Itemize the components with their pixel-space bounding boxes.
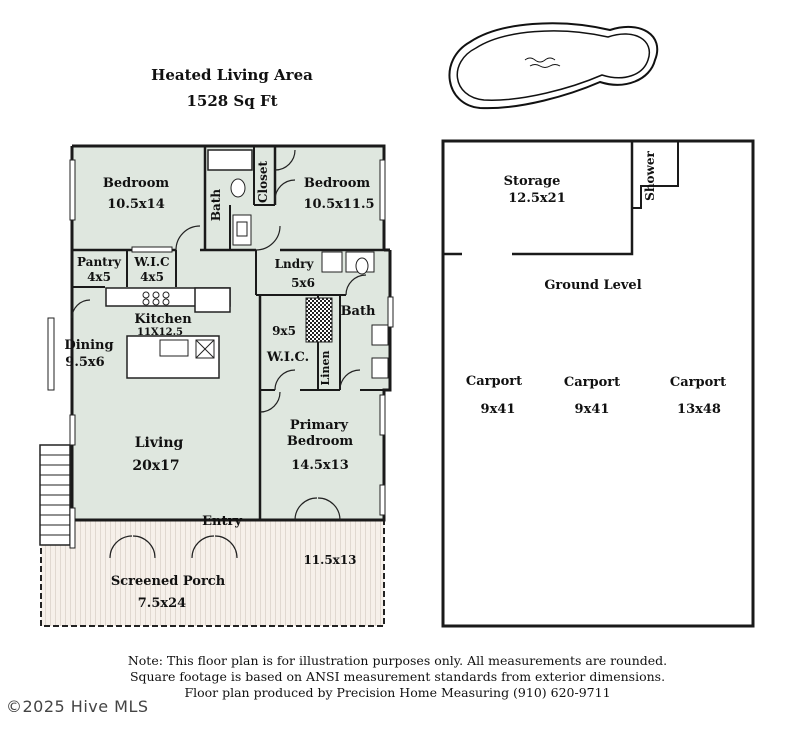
carport2-name: Carport xyxy=(564,375,620,390)
bedroom1-name: Bedroom xyxy=(103,176,170,191)
wic2-name: W.I.C. xyxy=(266,350,309,365)
bedroom2-size: 10.5x11.5 xyxy=(303,197,374,212)
watermark: ©2025 Hive MLS xyxy=(6,697,149,716)
dining-size: 9.5x6 xyxy=(65,355,104,370)
carport1-size: 9x41 xyxy=(481,402,516,417)
storage-name: Storage xyxy=(504,174,561,189)
carport1-name: Carport xyxy=(466,374,522,389)
carport2-size: 9x41 xyxy=(575,402,610,417)
main-house xyxy=(39,144,513,627)
disclaimer-line3: Floor plan produced by Precision Home Me… xyxy=(184,685,611,700)
wic1-size: 4x5 xyxy=(140,270,164,284)
shower-name: Shower xyxy=(643,150,657,200)
ground-level-plan xyxy=(441,139,755,628)
wic2-size: 9x5 xyxy=(272,324,296,338)
primary-name-line2: Bedroom xyxy=(287,434,354,449)
pool-shape xyxy=(448,22,659,110)
deck-size: 11.5x13 xyxy=(303,553,356,567)
linen-name: Linen xyxy=(319,351,332,386)
laundry-size: 5x6 xyxy=(291,276,315,290)
bath1-name: Bath xyxy=(209,189,223,221)
laundry-name: Lndry xyxy=(275,257,315,271)
title-line1: Heated Living Area xyxy=(151,66,313,84)
bedroom2-name: Bedroom xyxy=(304,176,371,191)
kitchen-size: 11X12.5 xyxy=(137,327,183,338)
bedroom1-size: 10.5x14 xyxy=(107,197,165,212)
entry-name: Entry xyxy=(202,514,242,529)
pantry-name: Pantry xyxy=(77,255,122,269)
carport3-size: 13x48 xyxy=(677,402,721,417)
dining-name: Dining xyxy=(64,338,113,353)
storage-size: 12.5x21 xyxy=(508,191,566,206)
closet-name: Closet xyxy=(256,161,270,204)
porch-name: Screened Porch xyxy=(111,574,226,589)
disclaimer-line2: Square footage is based on ANSI measurem… xyxy=(129,669,666,684)
carport3-name: Carport xyxy=(670,375,726,390)
kitchen-name: Kitchen xyxy=(134,312,192,327)
title-line2: 1528 Sq Ft xyxy=(186,92,277,110)
porch-size: 7.5x24 xyxy=(138,596,186,611)
living-name: Living xyxy=(135,435,184,451)
kitchen-island xyxy=(126,335,220,379)
bath2-name: Bath xyxy=(341,304,376,319)
screened-porch-area xyxy=(40,519,385,627)
living-size: 20x17 xyxy=(132,458,179,474)
pantry-size: 4x5 xyxy=(87,270,111,284)
stairs xyxy=(39,444,71,546)
disclaimer-line1: Note: This floor plan is for illustratio… xyxy=(127,653,668,668)
primary-name-line1: Primary xyxy=(290,418,349,433)
ground-level-label: Ground Level xyxy=(544,278,641,293)
wic1-name: W.I.C xyxy=(133,255,169,269)
primary-size: 14.5x13 xyxy=(291,458,349,473)
